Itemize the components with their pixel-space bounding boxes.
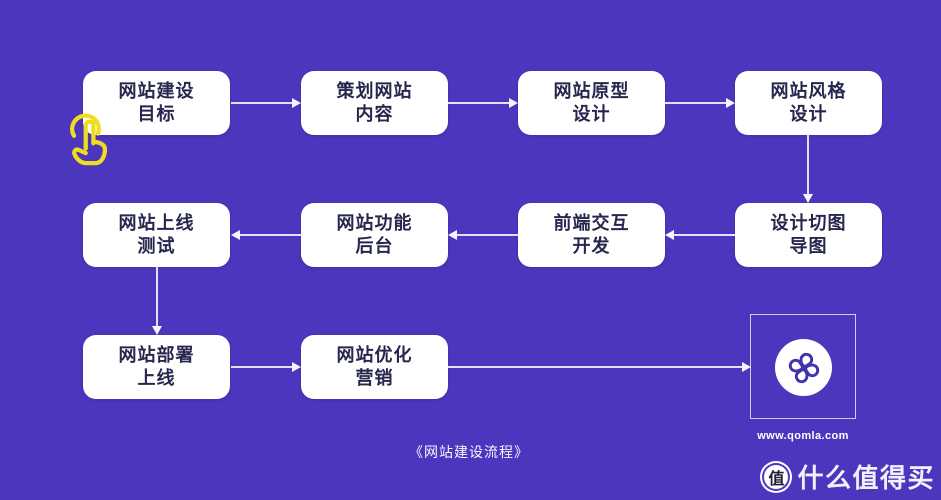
logo-website-url: www.qomla.com: [757, 430, 849, 442]
node-label-line1: 网站建设: [118, 81, 195, 102]
flow-node-optimize-marketing: 网站优化 营销: [301, 335, 448, 399]
node-label-line2: 目标: [137, 104, 176, 124]
flow-node-frontend-dev: 前端交互 开发: [518, 203, 665, 267]
tap-hand-cursor-icon: [70, 113, 108, 166]
logo-frame: [750, 314, 856, 419]
node-label-line1: 策划网站: [336, 81, 413, 102]
node-label-line1: 网站优化: [336, 345, 413, 366]
node-label-line1: 前端交互: [553, 213, 630, 234]
flow-node-online-testing: 网站上线 测试: [83, 203, 230, 267]
flowchart-caption: 《网站建设流程》: [409, 444, 529, 460]
node-label-line2: 测试: [137, 236, 176, 256]
node-label-line1: 网站功能: [336, 213, 413, 234]
flow-node-prototype-design: 网站原型 设计: [518, 71, 665, 135]
qomla-clover-logo-icon: [788, 352, 819, 383]
flow-node-website-goal: 网站建设 目标: [83, 71, 230, 135]
flow-node-deploy-online: 网站部署 上线: [83, 335, 230, 399]
flow-node-plan-content: 策划网站 内容: [301, 71, 448, 135]
node-label-line2: 导图: [789, 236, 828, 256]
node-label-line2: 开发: [572, 236, 611, 256]
flow-node-style-design: 网站风格 设计: [735, 71, 882, 135]
node-label-line1: 网站部署: [118, 345, 195, 366]
node-label-line2: 营销: [355, 368, 394, 388]
node-label-line2: 设计: [789, 104, 828, 124]
logo-circle: [775, 339, 832, 396]
node-label-line2: 上线: [137, 368, 176, 388]
smzdm-watermark: 值 什么值得买: [759, 458, 935, 495]
node-label-line2: 后台: [355, 236, 394, 256]
node-label-line1: 网站原型: [553, 81, 630, 102]
smzdm-badge-icon: 值: [764, 464, 789, 489]
node-label-line2: 内容: [355, 104, 394, 124]
node-label-line1: 网站上线: [118, 213, 195, 234]
node-label-line1: 设计切图: [770, 213, 847, 234]
flow-node-function-backend: 网站功能 后台: [301, 203, 448, 267]
smzdm-brand-text: 什么值得买: [797, 463, 935, 493]
flow-node-design-slicing: 设计切图 导图: [735, 203, 882, 267]
node-label-line1: 网站风格: [770, 81, 847, 102]
node-label-line2: 设计: [572, 104, 611, 124]
